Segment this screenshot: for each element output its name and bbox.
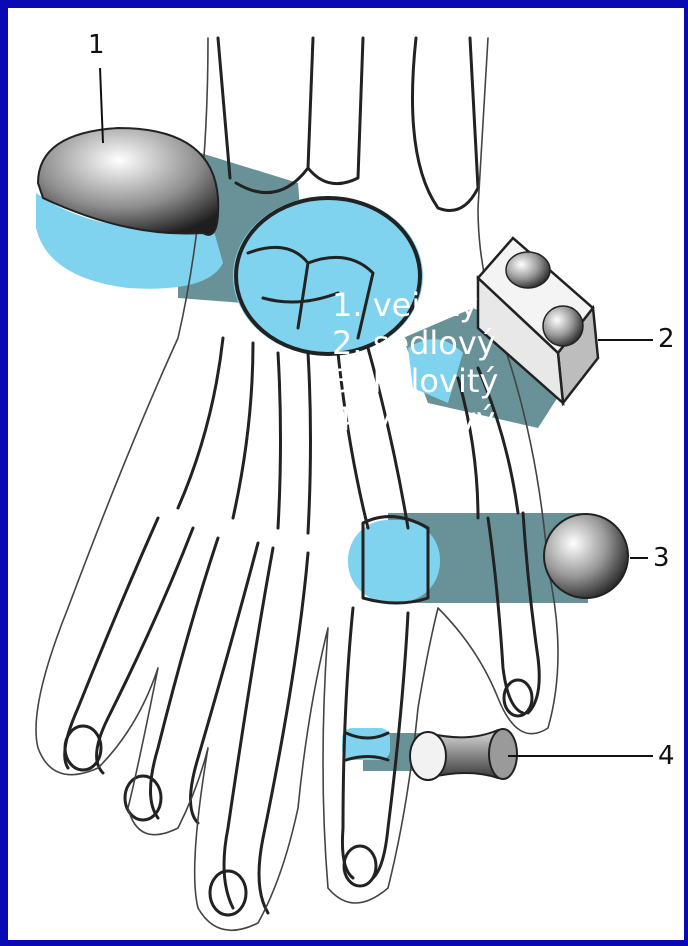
joint-type-1: 1. vejčitý: [332, 286, 592, 324]
fingertip-1: [65, 726, 101, 770]
hand-joint-diagram: 1 2 3 4 1. vejčitý 2. sedlový 3. kulovit…: [8, 8, 684, 940]
callout-3: 3: [653, 545, 670, 571]
hand-skeleton-illustration: [8, 8, 684, 940]
metacarpal-3b: [278, 353, 281, 528]
joint-type-2: 2. sedlový: [332, 324, 592, 362]
joint-type-3: 3. kulovitý: [332, 362, 592, 400]
joint-type-list: 1. vejčitý 2. sedlový 3. kulovitý 4. vál…: [332, 286, 592, 438]
finger-ring-b: [259, 553, 308, 913]
ulna: [412, 38, 478, 211]
hinge-joint-model: [410, 729, 517, 780]
callout-1: 1: [88, 32, 105, 58]
ball-joint-model: [544, 514, 628, 598]
finger-ring-a: [224, 548, 273, 908]
metacarpal-3a: [233, 343, 253, 518]
fingertip-4: [344, 846, 376, 886]
finger-middle-b: [191, 543, 259, 823]
metacarpal-4a: [308, 353, 311, 533]
callout-4: 4: [658, 743, 675, 769]
finger-middle-a: [151, 538, 219, 818]
joint-type-4: 4. válcový: [332, 400, 592, 438]
callout-2: 2: [658, 326, 675, 352]
radius-edge: [308, 38, 363, 184]
metacarpal-2: [178, 338, 223, 508]
radius-edge-left: [218, 38, 230, 178]
